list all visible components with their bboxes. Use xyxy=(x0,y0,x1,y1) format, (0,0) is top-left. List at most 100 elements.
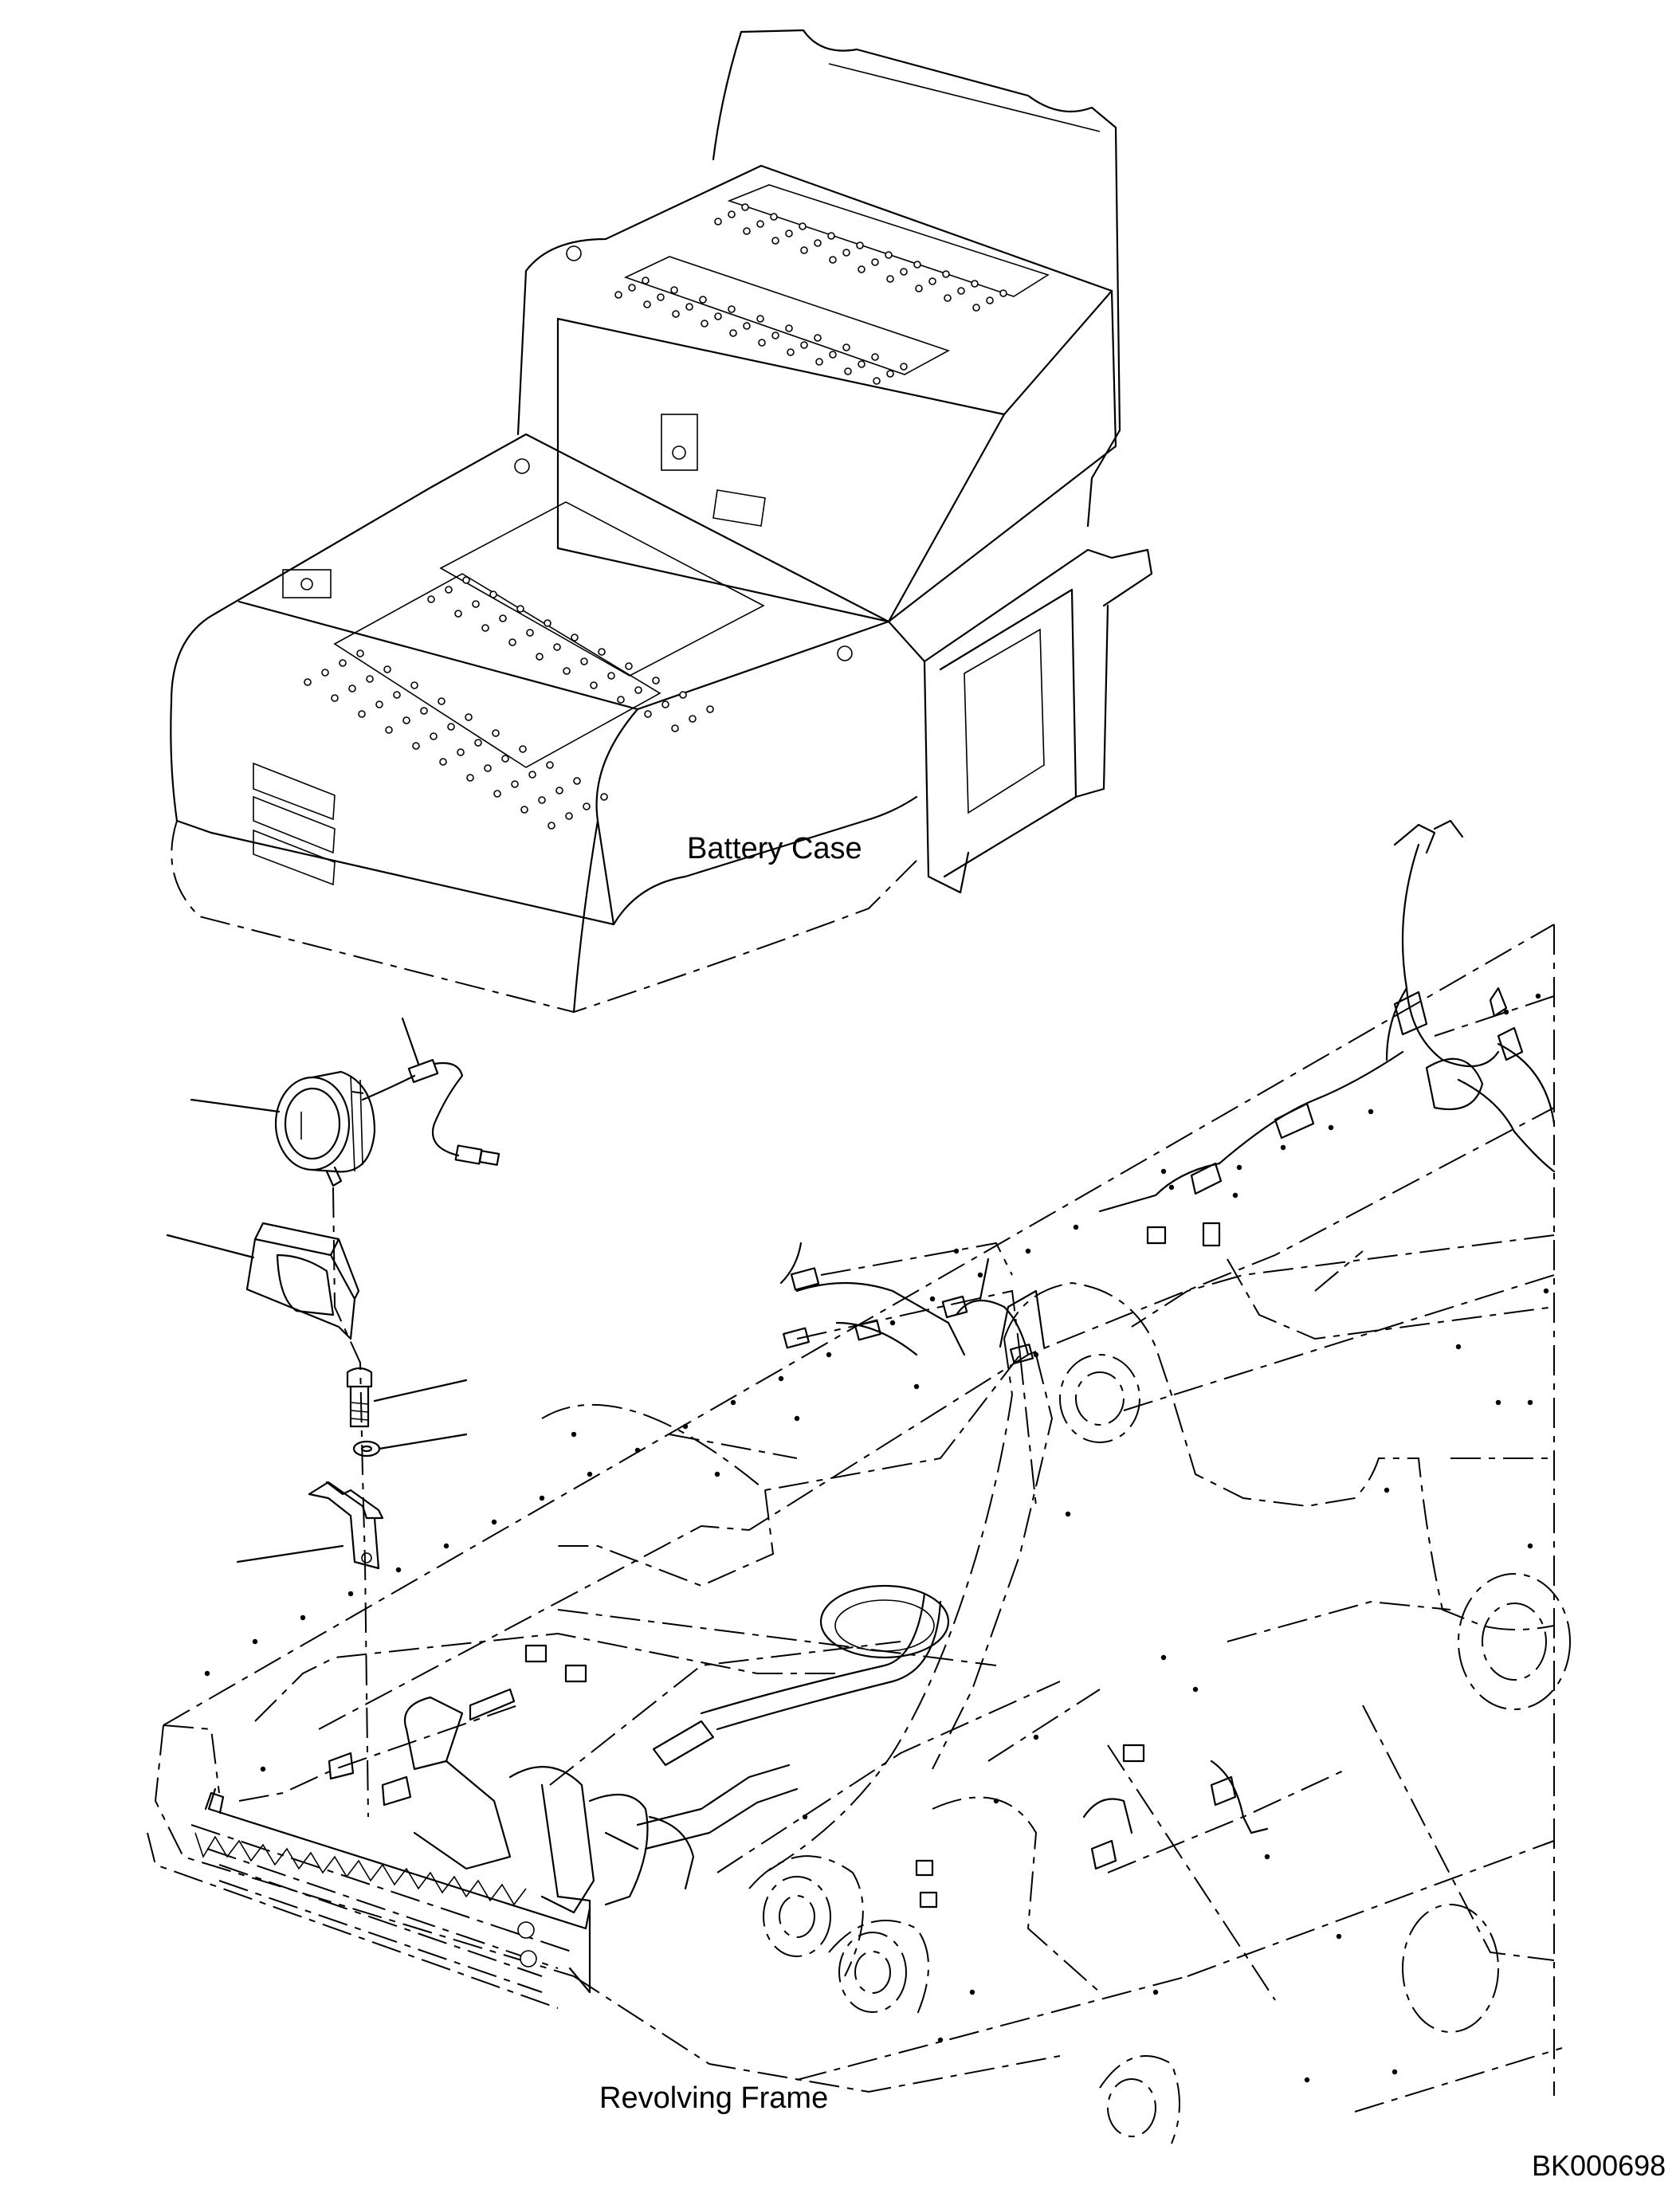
perforation-hole xyxy=(928,277,936,285)
perforation-hole xyxy=(685,303,693,311)
perforation-hole xyxy=(493,790,501,798)
perforation-hole xyxy=(472,600,480,608)
perforation-hole xyxy=(971,280,979,288)
perforation-hole xyxy=(770,213,778,221)
perforation-hole xyxy=(913,261,921,269)
perforation-hole xyxy=(871,353,879,361)
frame-rivet xyxy=(969,1989,975,1995)
frame-rivet xyxy=(1025,1248,1031,1254)
perforation-hole xyxy=(321,669,329,677)
perforation-hole xyxy=(412,742,420,750)
perforation-hole xyxy=(304,678,312,686)
perforation-hole xyxy=(741,203,749,211)
perforation-hole xyxy=(474,739,482,747)
perforation-hole xyxy=(844,367,852,375)
perforation-hole xyxy=(829,256,837,264)
perforation-hole xyxy=(583,802,591,810)
perforation-hole xyxy=(787,348,795,356)
harness-drawing xyxy=(361,1058,500,1166)
perforation-hole xyxy=(538,796,546,804)
leader-bolt xyxy=(373,1379,468,1403)
perforation-hole xyxy=(942,270,950,278)
perforation-hole xyxy=(972,304,980,312)
perforation-hole xyxy=(885,251,893,259)
leader-work-lamp xyxy=(190,1098,281,1113)
callout-leaders xyxy=(166,1017,468,1563)
perforation-hole xyxy=(634,686,642,694)
perforation-hole xyxy=(358,710,366,718)
frame-rivet xyxy=(953,1248,960,1254)
perforation-hole xyxy=(900,268,908,276)
frame-rivet xyxy=(730,1399,736,1406)
frame-rivet xyxy=(1160,1654,1167,1661)
perforation-hole xyxy=(366,675,374,683)
perforation-hole xyxy=(492,729,500,737)
work-lamp-drawing xyxy=(274,1070,376,1187)
perforation-hole xyxy=(815,358,823,366)
perforation-hole xyxy=(814,334,822,342)
frame-rivet xyxy=(395,1567,402,1573)
battery-case-drawing xyxy=(170,29,1153,1014)
frame-rivet xyxy=(1232,1192,1238,1199)
frame-rivet xyxy=(1535,993,1541,999)
perforation-hole xyxy=(643,300,651,308)
perforation-holes xyxy=(304,203,1007,830)
perforation-hole xyxy=(555,787,563,794)
frame-rivet xyxy=(1368,1108,1374,1115)
frame-rivet xyxy=(634,1447,641,1454)
perforation-hole xyxy=(986,296,994,304)
frame-rivet xyxy=(1065,1511,1071,1517)
perforation-hole xyxy=(827,232,835,240)
perforation-hole xyxy=(580,657,588,665)
perforation-hole xyxy=(856,241,864,249)
frame-rivet xyxy=(1264,1854,1270,1860)
perforation-hole xyxy=(383,665,391,673)
perforation-hole xyxy=(447,723,455,731)
perforation-hole xyxy=(511,780,519,788)
perforation-hole xyxy=(430,732,438,740)
perforation-hole xyxy=(814,239,822,247)
perforation-hole xyxy=(706,705,714,713)
perforation-hole xyxy=(614,291,622,299)
perforation-hole xyxy=(526,629,534,637)
perforation-hole xyxy=(528,771,536,779)
frame-rivet xyxy=(1384,1487,1390,1493)
perforation-hole xyxy=(465,713,473,721)
leader-harness xyxy=(401,1017,420,1065)
frame-rivet xyxy=(1152,1989,1159,1995)
frame-rivet xyxy=(204,1670,210,1677)
perforation-hole xyxy=(661,700,669,708)
frame-rivet xyxy=(802,1814,808,1820)
perforation-hole xyxy=(438,697,446,705)
perforation-hole xyxy=(501,755,509,763)
perforation-hole xyxy=(520,806,528,814)
perforation-hole xyxy=(331,694,339,702)
frame-rivet xyxy=(347,1591,354,1597)
perforation-hole xyxy=(672,310,680,318)
perforation-hole xyxy=(598,648,606,656)
revolving-frame-drawing xyxy=(147,819,1571,2144)
perforation-hole xyxy=(944,294,952,302)
perforation-hole xyxy=(339,659,347,667)
frame-rivet xyxy=(1192,1686,1199,1693)
frame-rivet xyxy=(1033,1734,1039,1740)
perforation-hole xyxy=(756,220,764,228)
perforation-hole xyxy=(393,691,401,699)
perforation-hole xyxy=(671,724,679,732)
perforation-hole xyxy=(799,222,807,230)
perforation-hole xyxy=(743,322,751,330)
frame-rivet xyxy=(1391,2069,1398,2075)
frame-rivet xyxy=(794,1415,800,1422)
perforation-hole xyxy=(886,370,894,378)
perforation-hole xyxy=(410,681,418,689)
frame-rivet xyxy=(1168,1184,1175,1191)
frame-rivet xyxy=(300,1614,306,1621)
perforation-hole xyxy=(546,761,554,769)
perforation-hole xyxy=(771,332,779,339)
perforation-hole xyxy=(356,649,364,657)
perforation-hole xyxy=(571,634,579,641)
perforation-hole xyxy=(701,320,709,328)
frame-rivet xyxy=(913,1383,920,1390)
perforation-hole xyxy=(785,230,793,237)
